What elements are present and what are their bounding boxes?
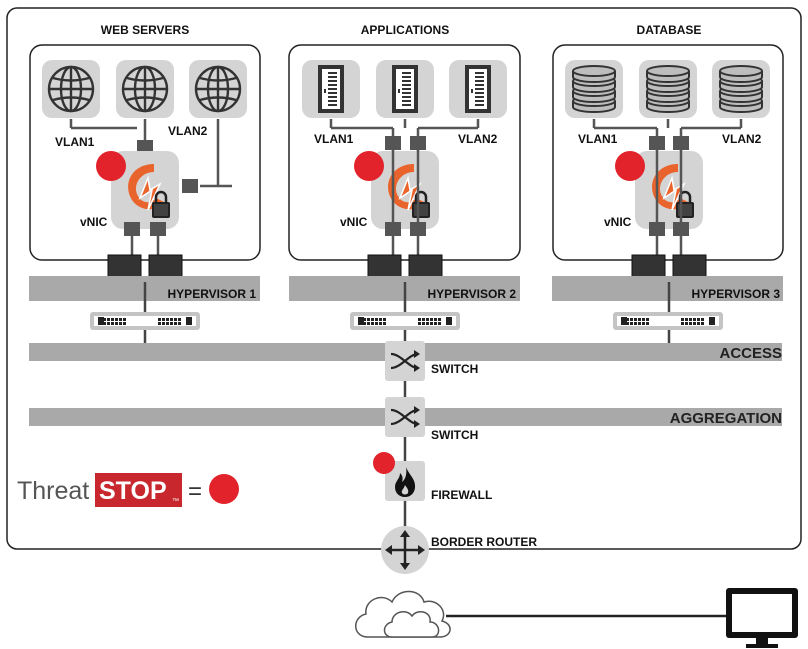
threatstop-dot [373,452,395,474]
web-servers-group: VLAN1 VLAN2 vNIC [29,44,261,283]
threatstop-dot [209,474,239,504]
border-router-label: BORDER ROUTER [431,535,537,549]
hypervisor-2-label: HYPERVISOR 2 [428,287,517,301]
vnic-label: vNIC [604,215,632,229]
hypervisor-3-label: HYPERVISOR 3 [692,287,781,301]
threatstop-legend: Threat STOP ™ = [17,473,239,507]
vlan2-label: VLAN2 [168,124,208,138]
threatstop-dot [354,151,384,181]
crossed-arrows-switch-icon [385,341,425,381]
server-tower-icon [302,60,360,118]
firewall-label: FIREWALL [431,488,492,502]
aggregation-switch-label: SWITCH [431,428,478,442]
cloud-icon [355,590,451,638]
section-title-web-servers: WEB SERVERS [101,23,189,37]
vlan1-label: VLAN1 [314,132,354,146]
globe-icon [41,59,101,119]
physical-switch-icon [350,312,460,330]
hypervisor-band [552,276,783,301]
legend-threat-text: Threat [17,477,89,505]
threatstop-logo-box [95,473,182,507]
legend-equals-text: = [188,478,202,505]
legend-stop-text: STOP [99,477,167,505]
vlan2-label: VLAN2 [458,132,498,146]
vlan1-label: VLAN1 [578,132,618,146]
monitor-icon [726,588,798,648]
threatstop-dot [615,151,645,181]
section-title-database: DATABASE [637,23,702,37]
database-icon [564,59,624,119]
physical-switch-icon [613,312,723,330]
router-icon [380,525,430,575]
applications-group: VLAN1 VLAN2 vNIC [288,44,521,283]
aggregation-layer-label: AGGREGATION [670,410,782,427]
vlan2-label: VLAN2 [722,132,762,146]
virtual-firewall-icon [634,150,704,230]
access-layer-label: ACCESS [719,345,782,362]
access-switch-label: SWITCH [431,362,478,376]
crossed-arrows-switch-icon [385,397,425,437]
database-group: VLAN1 VLAN2 vNIC [552,44,784,283]
database-icon [711,59,771,119]
globe-icon [188,59,248,119]
globe-icon [115,59,175,119]
threatstop-dot [96,151,126,181]
hypervisor-1-label: HYPERVISOR 1 [168,287,257,301]
database-icon [638,59,698,119]
legend-tm-text: ™ [172,498,179,505]
vlan1-label: VLAN1 [55,135,95,149]
vnic-label: vNIC [80,215,108,229]
server-tower-icon [449,60,507,118]
physical-switch-icon [90,312,200,330]
vnic-label: vNIC [340,215,368,229]
section-title-applications: APPLICATIONS [361,23,449,37]
server-tower-icon [376,60,434,118]
